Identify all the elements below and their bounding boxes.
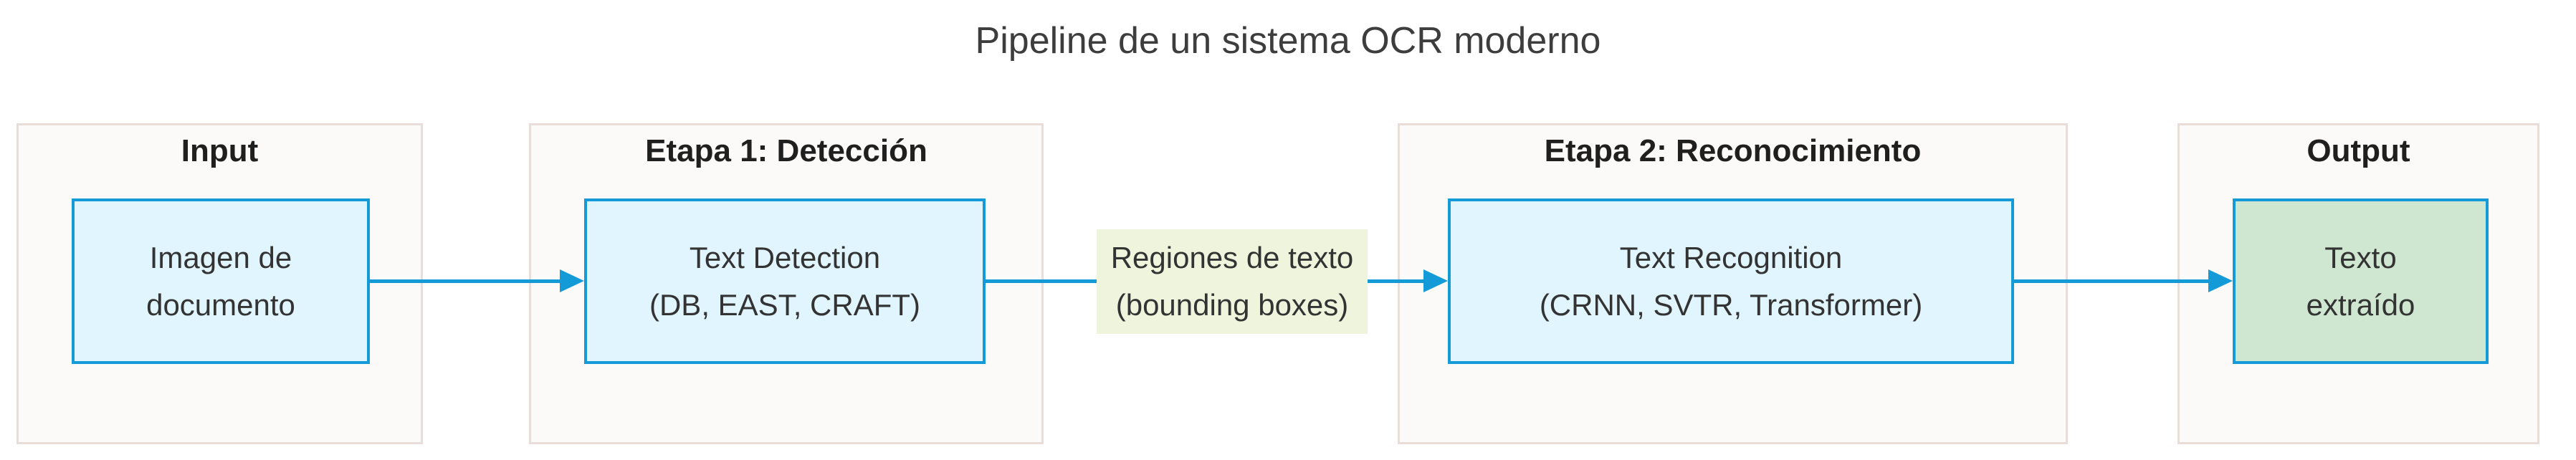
edge-label-regiones-de-texto: Regiones de texto (bounding boxes) — [1097, 229, 1368, 334]
subgraph-label-input: Input — [181, 133, 259, 168]
edge-arrow-1 — [370, 279, 560, 283]
node-text-detection: Text Detection (DB, EAST, CRAFT) — [584, 198, 986, 364]
node-imagen-de-documento: Imagen de documento — [72, 198, 370, 364]
arrowhead-icon — [2208, 269, 2233, 292]
subgraph-label-etapa-1: Etapa 1: Detección — [645, 133, 927, 168]
arrowhead-icon — [560, 269, 584, 292]
node-text-line: documento — [146, 287, 295, 322]
edge-label-line: Regiones de texto — [1110, 241, 1354, 274]
edge-label-line: (bounding boxes) — [1115, 288, 1349, 322]
subgraph-label-output: Output — [2307, 133, 2410, 168]
diagram-title: Pipeline de un sistema OCR moderno — [975, 20, 1601, 62]
node-text-recognition: Text Recognition (CRNN, SVTR, Transforme… — [1448, 198, 2014, 364]
node-text-line: Texto — [2324, 240, 2397, 274]
node-text-line: (CRNN, SVTR, Transformer) — [1539, 287, 1923, 322]
node-text-line: Imagen de — [149, 240, 292, 274]
node-texto-extraido: Texto extraído — [2233, 198, 2489, 364]
node-text-line: Text Recognition — [1619, 240, 1843, 274]
subgraph-label-etapa-2: Etapa 2: Reconocimiento — [1544, 133, 1922, 168]
node-text-line: Text Detection — [689, 240, 881, 274]
node-text-line: (DB, EAST, CRAFT) — [649, 287, 921, 322]
arrowhead-icon — [1423, 269, 1448, 292]
edge-arrow-3 — [2014, 279, 2209, 283]
node-text-line: extraído — [2306, 287, 2415, 322]
